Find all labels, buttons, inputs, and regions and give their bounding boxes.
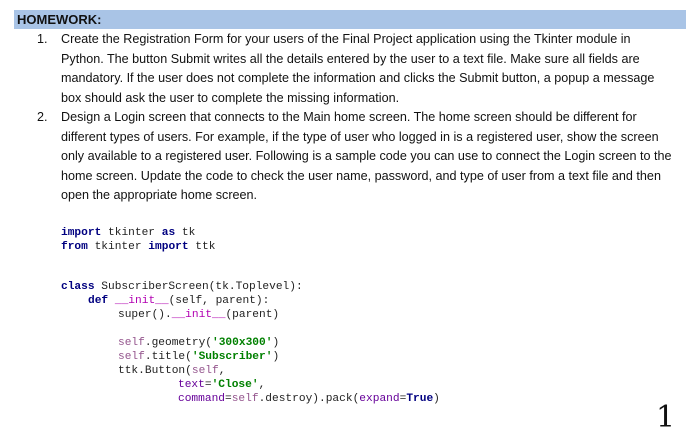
page-number: 1	[656, 400, 676, 435]
task-item-2: 2. Design a Login screen that connects t…	[0, 108, 700, 206]
code-line-geometry: self.geometry('300x300')	[118, 337, 280, 349]
code-line-button: ttk.Button(self,	[118, 365, 226, 377]
task-number: 2.	[37, 110, 48, 124]
code-line-super: super().__init__(parent)	[118, 309, 280, 321]
task-number: 1.	[37, 32, 48, 46]
code-line-text-arg: text='Close',	[178, 379, 266, 391]
homework-title: HOMEWORK:	[17, 12, 102, 27]
code-line-command-arg: command=self.destroy).pack(expand=True)	[178, 393, 440, 405]
code-line-title: self.title('Subscriber')	[118, 351, 280, 363]
task-text: Design a Login screen that connects to t…	[61, 110, 672, 202]
code-line-import-ttk: from tkinter import ttk	[61, 241, 216, 253]
task-list: 1. Create the Registration Form for your…	[0, 30, 700, 206]
code-line-def: def __init__(self, parent):	[88, 295, 270, 307]
task-text: Create the Registration Form for your us…	[61, 32, 655, 105]
homework-header: HOMEWORK:	[14, 10, 686, 29]
code-line-import-tkinter: import tkinter as tk	[61, 227, 196, 239]
task-item-1: 1. Create the Registration Form for your…	[0, 30, 700, 108]
code-line-class: class SubscriberScreen(tk.Toplevel):	[61, 281, 303, 293]
